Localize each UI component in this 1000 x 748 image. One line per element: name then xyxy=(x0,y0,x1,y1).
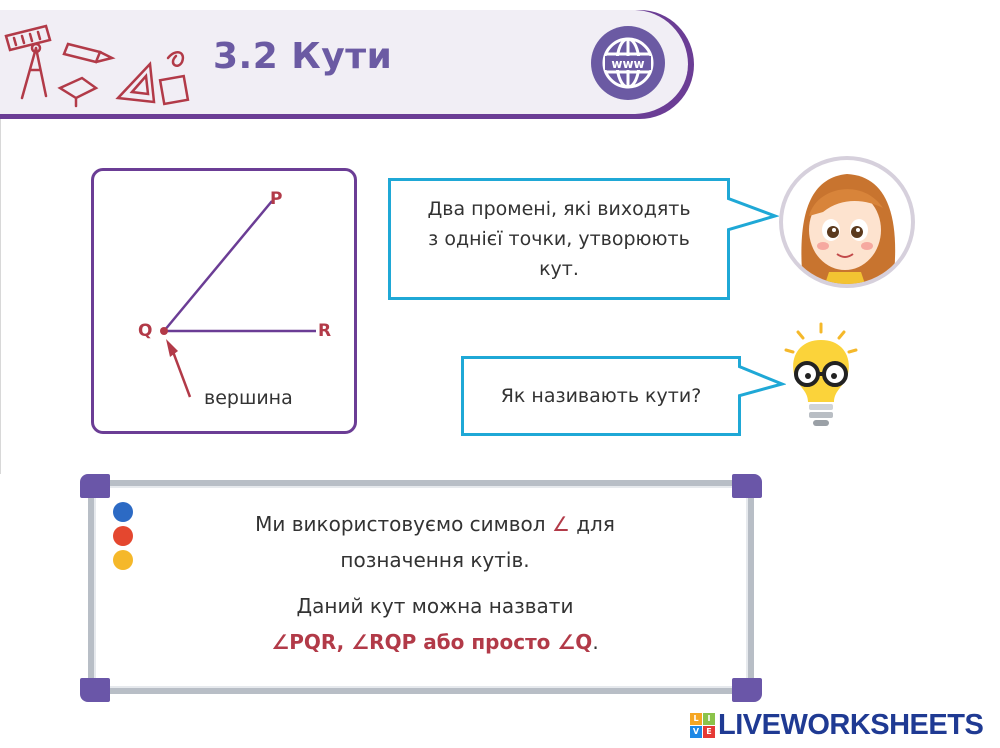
yellow-magnet xyxy=(113,550,133,570)
red-magnet xyxy=(113,526,133,546)
angle-diagram: P Q R вершина xyxy=(91,168,357,434)
page-title: 3.2 Кути xyxy=(213,36,393,77)
board-line-4: ∠PQR, ∠RQP або просто ∠Q. xyxy=(150,630,720,654)
geometry-tools-illustration xyxy=(4,24,190,108)
angle-pqr-figure xyxy=(160,200,316,398)
vertex-point xyxy=(160,327,168,335)
globe-icon: www xyxy=(602,37,654,89)
vertex-arrow-head xyxy=(166,339,178,357)
board-corner-top-left xyxy=(80,474,110,498)
board-line-3: Даний кут можна назвати xyxy=(296,594,574,618)
logo-block-i: I xyxy=(703,712,715,725)
board-line-1-start: Ми використовуємо символ xyxy=(255,512,552,536)
whiteboard xyxy=(88,480,754,694)
definition-line-2: з однієї точки, утворюють xyxy=(428,228,690,250)
www-globe-icon[interactable]: www xyxy=(591,26,665,100)
point-r-label: R xyxy=(318,321,332,341)
girl-face-icon xyxy=(801,174,896,284)
liveworksheets-blocks-icon: L I V E xyxy=(690,712,715,738)
logo-block-e: E xyxy=(703,725,715,738)
board-line-1-end: для xyxy=(569,512,615,536)
angle-symbol: ∠ xyxy=(551,512,570,536)
board-corner-bottom-left xyxy=(80,678,110,702)
lightbulb-icon xyxy=(784,322,858,426)
globe-label: www xyxy=(611,57,644,71)
question-bubble-tail xyxy=(738,364,786,398)
question-bubble: Як називають кути? xyxy=(461,356,741,436)
liveworksheets-text: LIVEWORKSHEETS xyxy=(718,708,984,741)
point-q-label: Q xyxy=(138,321,153,341)
definition-line-1: Два промені, які виходять xyxy=(427,198,691,220)
page-left-rule xyxy=(0,118,1,474)
board-corner-top-right xyxy=(732,474,762,498)
board-line-4-period: . xyxy=(592,630,599,654)
header-band xyxy=(0,10,688,119)
angle-names: ∠PQR, ∠RQP або просто ∠Q xyxy=(271,630,593,654)
board-line-1: Ми використовуємо символ ∠ для xyxy=(150,512,720,536)
question-text: Як називають кути? xyxy=(500,385,702,407)
girl-avatar xyxy=(779,156,915,288)
board-corner-bottom-right xyxy=(732,678,762,702)
board-line-2: позначення кутів. xyxy=(340,548,530,572)
definition-line-3: кут. xyxy=(539,258,579,280)
vertex-arrow xyxy=(170,348,192,398)
vertex-label: вершина xyxy=(204,387,293,409)
blue-magnet xyxy=(113,502,133,522)
logo-block-l: L xyxy=(690,712,702,725)
definition-bubble: Два промені, які виходять з однієї точки… xyxy=(388,178,730,300)
definition-bubble-tail xyxy=(727,196,779,232)
ray-qp xyxy=(163,200,273,332)
liveworksheets-logo[interactable]: L I V E LIVEWORKSHEETS xyxy=(690,708,984,742)
point-p-label: P xyxy=(270,189,283,209)
logo-block-v: V xyxy=(690,725,702,738)
